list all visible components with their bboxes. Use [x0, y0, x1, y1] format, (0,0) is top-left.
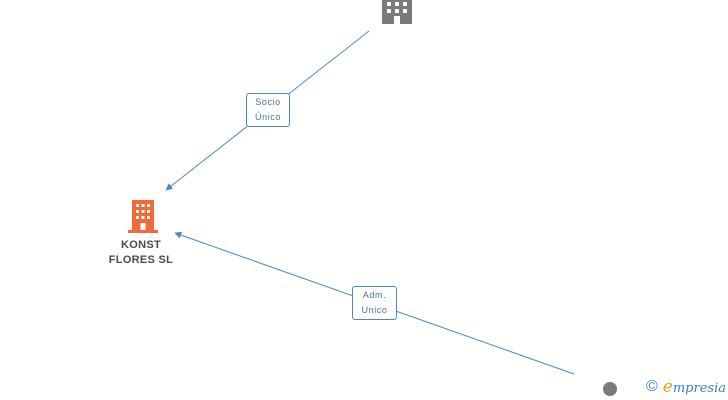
edge-label-socio-line2: Único [254, 112, 281, 122]
edge-label-admin-line1: Adm. [362, 290, 387, 300]
company-label[interactable]: KONST FLORES SL [95, 238, 187, 268]
building-icon[interactable] [382, 0, 412, 24]
company-label-line2: FLORES SL [108, 254, 174, 266]
company-building-icon[interactable] [128, 200, 158, 233]
edge-label-admin: Adm. Unico [352, 286, 397, 320]
edge-label-admin-line2: Unico [361, 305, 388, 315]
edge-label-socio-line1: Socio [255, 97, 281, 107]
empresia-watermark: © empresia [646, 377, 726, 397]
edge-label-socio: Socio Único [246, 93, 290, 127]
person-icon[interactable] [598, 382, 622, 400]
company-label-line1: KONST [121, 239, 161, 251]
copyright-symbol: © [646, 378, 658, 395]
empresia-logo: empresia [662, 377, 726, 397]
